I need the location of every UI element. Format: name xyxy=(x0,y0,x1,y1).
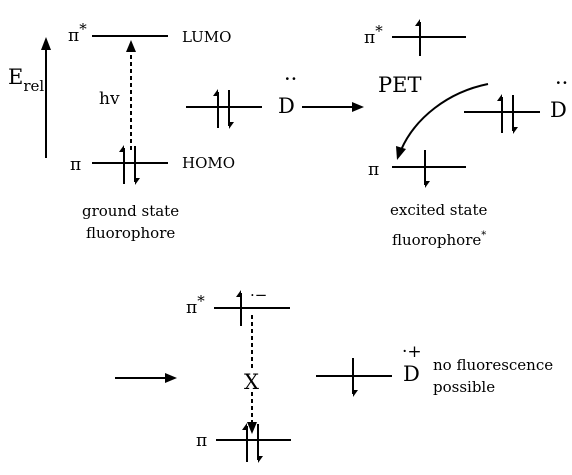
radical-anion-mark: ·− xyxy=(250,286,267,304)
quenched-homo-label: π xyxy=(196,431,207,451)
donor-electron-dots: ·· xyxy=(284,67,297,91)
excitation-arrow xyxy=(126,40,136,150)
homo-label: HOMO xyxy=(182,154,235,172)
quenched-state-panel: π* ·− X X π ·+ D no fluorescence possib xyxy=(186,286,553,463)
quenched-lumo-label: π* xyxy=(186,292,205,318)
blocked-mark-backdrop: X xyxy=(244,370,259,394)
donor-label: D xyxy=(278,94,295,118)
lumo-label: LUMO xyxy=(182,28,231,46)
excited-donor-label: D xyxy=(550,98,567,122)
ground-state-panel: π* LUMO π HOMO hv ·· D ground state xyxy=(68,20,297,242)
no-fluorescence-line2: possible xyxy=(433,378,495,396)
excited-state-panel: π* PET ·· D π excited state fluorophore* xyxy=(364,19,568,249)
blocked-emission-arrow xyxy=(247,315,257,434)
excited-donor-pair xyxy=(497,94,518,134)
oxidized-donor-label: D xyxy=(403,362,420,386)
excited-donor-dots: ·· xyxy=(555,71,568,95)
radical-cation-mark: ·+ xyxy=(402,342,422,362)
excited-homo-label: π xyxy=(368,160,379,180)
blocked-mark: X xyxy=(244,370,259,394)
lumo-level-label: π* xyxy=(68,20,87,46)
no-fluorescence-line1: no fluorescence xyxy=(433,356,553,374)
excited-state-label-line1: excited state xyxy=(390,201,488,219)
pet-label: PET xyxy=(378,73,421,97)
electron-pair-donor xyxy=(213,89,234,129)
quenched-lumo-electron xyxy=(236,290,242,326)
excited-electron-up xyxy=(415,19,421,56)
energy-axis xyxy=(41,37,51,158)
excited-homo-electron xyxy=(424,150,430,188)
transition-arrow-2 xyxy=(115,373,177,383)
ground-state-label-line1: ground state xyxy=(82,202,179,220)
photon-label: hv xyxy=(99,89,120,109)
excited-lumo-label: π* xyxy=(364,22,383,48)
transition-arrow-1 xyxy=(302,102,364,112)
homo-level-label: π xyxy=(70,155,81,175)
pet-arrow xyxy=(400,83,489,151)
energy-axis-label: Erel xyxy=(8,65,44,95)
oxidized-donor-electron xyxy=(352,358,358,397)
excited-state-label-line2: fluorophore* xyxy=(392,230,486,249)
electron-pair-homo xyxy=(119,145,140,185)
quenched-homo-pair xyxy=(242,423,263,463)
ground-state-label-line2: fluorophore xyxy=(86,224,175,242)
